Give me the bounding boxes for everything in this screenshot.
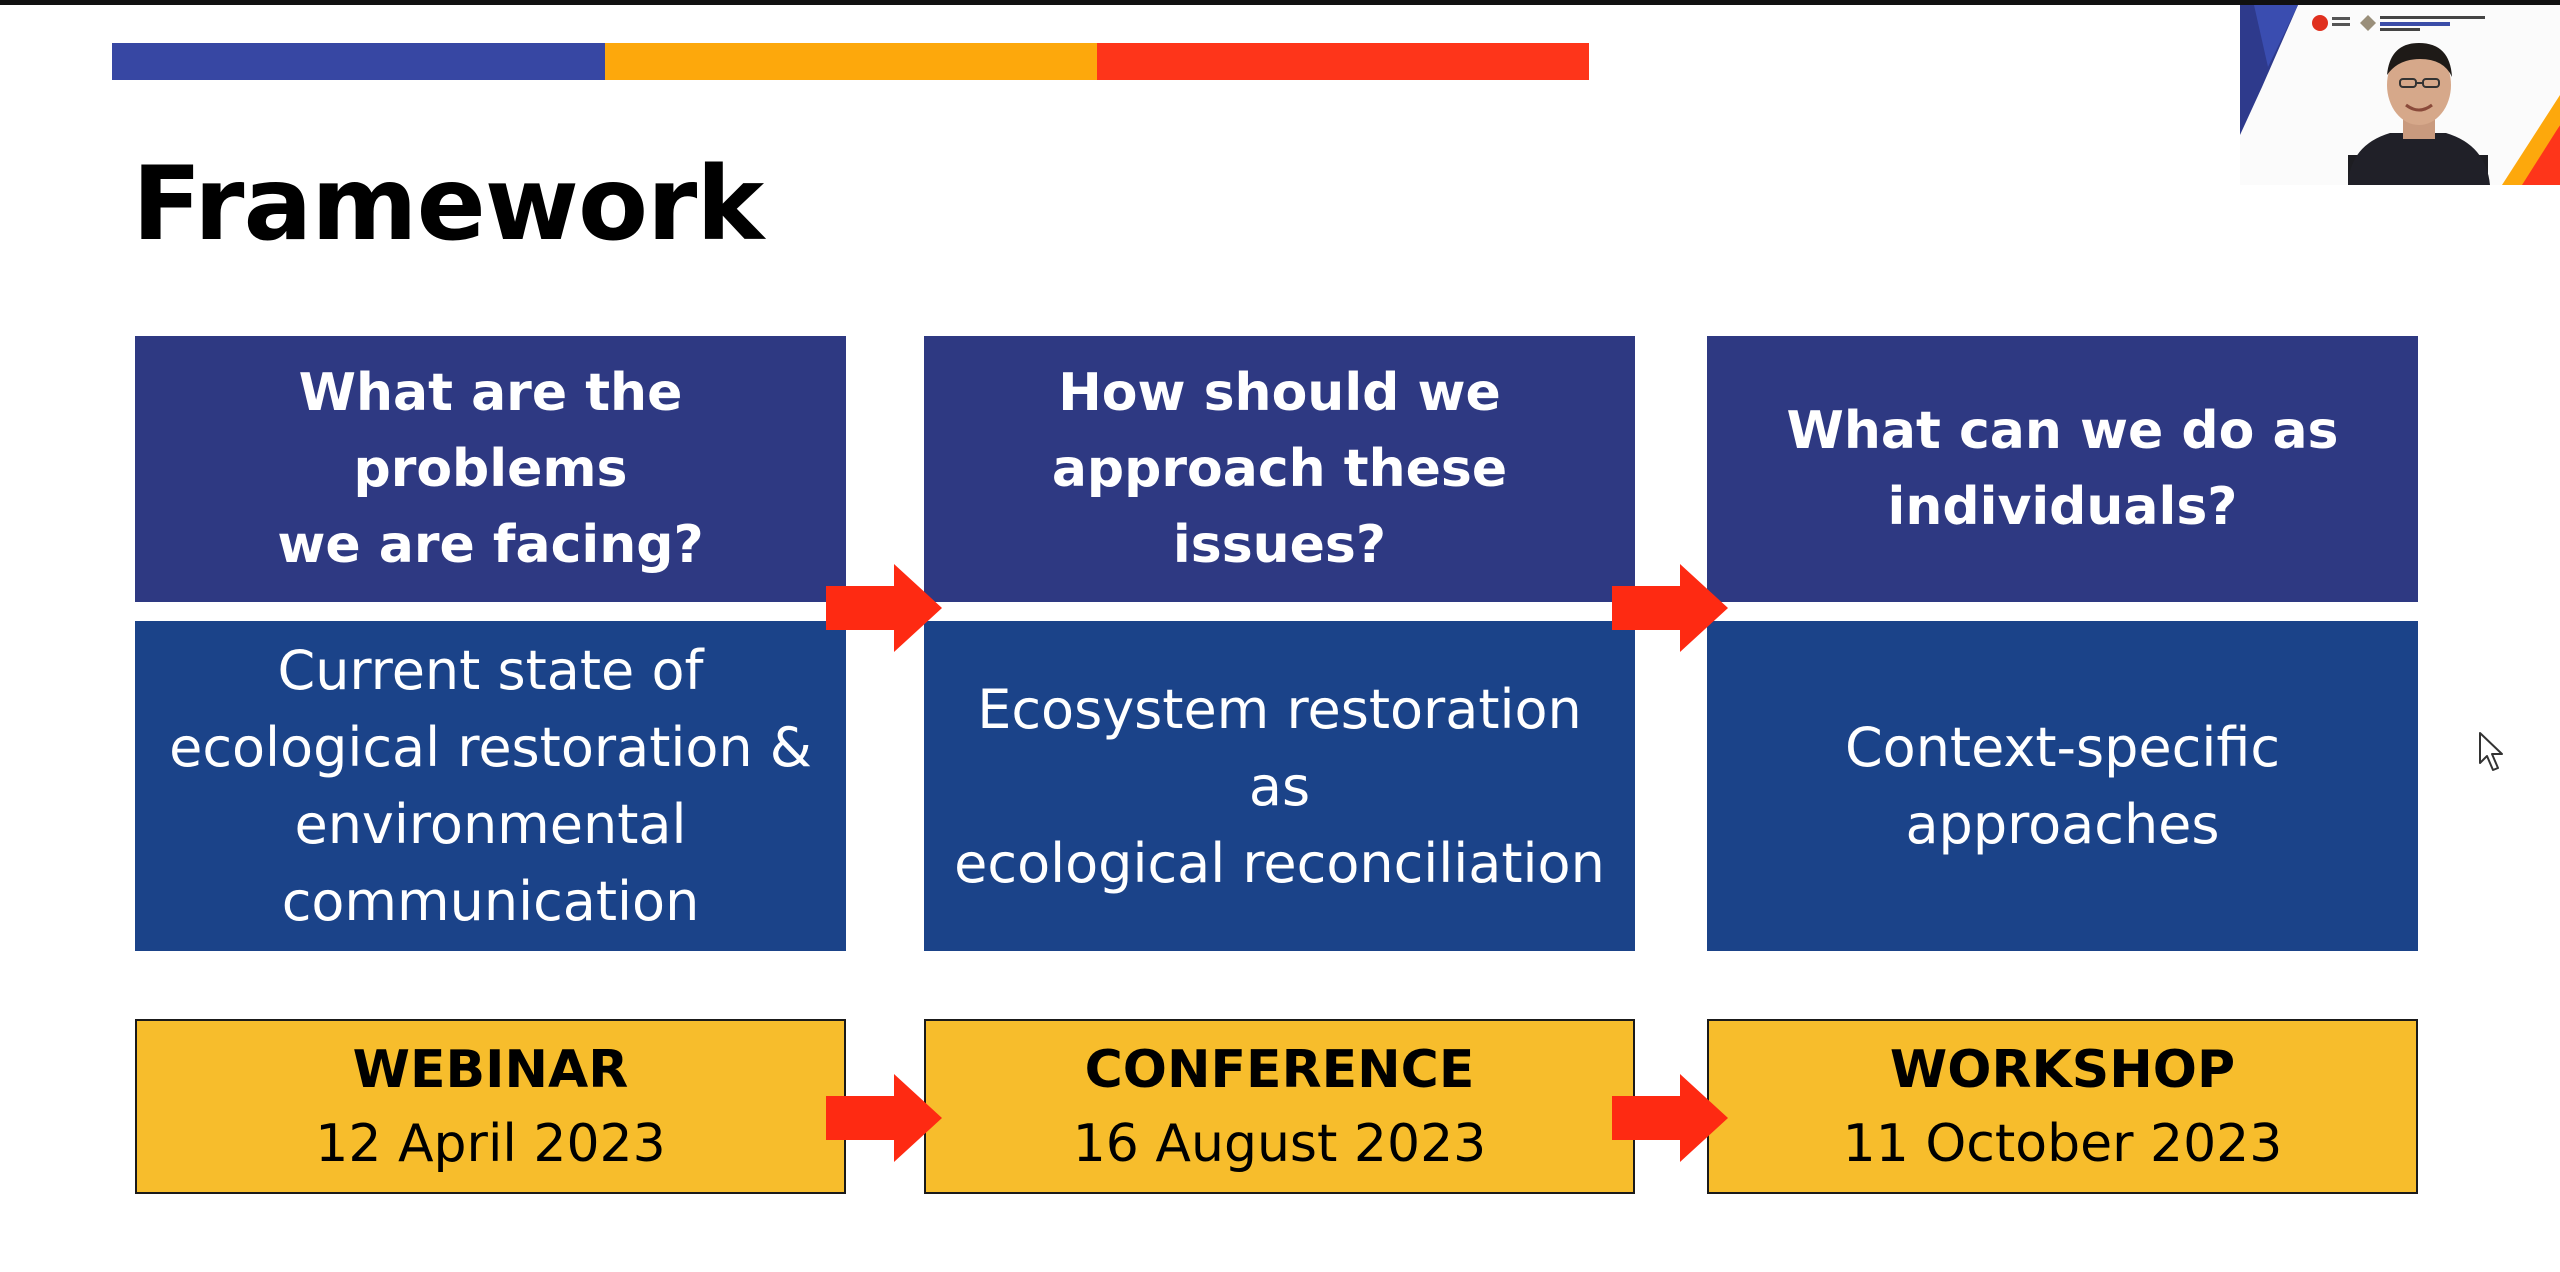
right-arrow-icon	[826, 1074, 942, 1162]
answer-line: ecological reconciliation	[954, 831, 1605, 895]
question-line: we are facing?	[277, 515, 704, 575]
presenter-video-feed	[2240, 5, 2560, 185]
top-border	[0, 0, 2560, 5]
question-line: individuals?	[1887, 477, 2238, 537]
right-arrow-icon	[1612, 564, 1728, 652]
answer-line: communication	[281, 870, 700, 933]
event-date: 11 October 2023	[1842, 1113, 2283, 1174]
answer-box-context-specific: Context-specific approaches	[1707, 621, 2418, 951]
orange-corner-graphic	[2502, 95, 2560, 185]
event-name: WEBINAR	[352, 1039, 629, 1100]
event-date: 16 August 2023	[1072, 1113, 1487, 1174]
answer-line: ecological restoration &	[169, 716, 812, 779]
logo-mark	[2360, 15, 2376, 31]
right-arrow-icon	[1612, 1074, 1728, 1162]
answer-line: environmental	[294, 793, 687, 856]
answer-line: Current state of	[277, 639, 704, 702]
answer-line: Ecosystem restoration as	[977, 677, 1582, 818]
presenter-hair	[2387, 43, 2452, 77]
question-box-individuals: What can we do as individuals?	[1707, 336, 2418, 602]
event-name: CONFERENCE	[1084, 1039, 1475, 1100]
accent-bar-blue	[112, 43, 605, 80]
question-box-problems: What are the problems we are facing?	[135, 336, 846, 602]
mouse-pointer-icon	[2479, 732, 2503, 771]
presenter-shirt	[2348, 133, 2490, 185]
question-line: What are the problems	[298, 363, 683, 499]
question-line: What can we do as	[1786, 401, 2339, 461]
answer-line: approaches	[1905, 793, 2220, 856]
question-line: How should we	[1058, 363, 1501, 423]
answer-box-current-state: Current state of ecological restoration …	[135, 621, 846, 951]
event-box-webinar: WEBINAR 12 April 2023	[135, 1019, 846, 1194]
event-date: 12 April 2023	[315, 1113, 666, 1174]
accent-bar-red	[1097, 43, 1589, 80]
answer-line: Context-specific	[1844, 716, 2281, 779]
presenter-video-tile[interactable]	[2240, 5, 2560, 185]
right-arrow-icon	[826, 564, 942, 652]
blue-corner-graphic	[2240, 5, 2298, 135]
accent-bar-orange	[605, 43, 1097, 80]
question-line: approach these issues?	[1051, 439, 1508, 575]
presenter-face	[2387, 45, 2451, 125]
event-box-workshop: WORKSHOP 11 October 2023	[1707, 1019, 2418, 1194]
event-box-conference: CONFERENCE 16 August 2023	[924, 1019, 1635, 1194]
question-box-approach: How should we approach these issues?	[924, 336, 1635, 602]
logo-mark	[2312, 15, 2328, 31]
slide-title: Framework	[132, 145, 764, 264]
answer-box-ecosystem-restoration: Ecosystem restoration as ecological reco…	[924, 621, 1635, 951]
event-name: WORKSHOP	[1889, 1039, 2236, 1100]
